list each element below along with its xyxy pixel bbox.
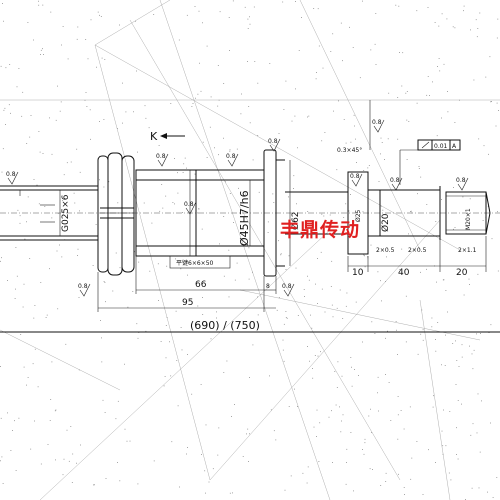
length-8-label: 8 <box>266 283 270 290</box>
datum-ref: A <box>452 143 457 150</box>
length-10-label: 10 <box>352 268 364 278</box>
thread-right-label: M20×1 <box>465 208 472 230</box>
svg-text:0.8: 0.8 <box>226 153 236 160</box>
dimension-lines <box>59 100 487 312</box>
key-spec-label: 平键6×6×50 <box>176 259 214 267</box>
svg-text:0.8: 0.8 <box>268 138 278 145</box>
svg-text:0.8: 0.8 <box>184 201 194 208</box>
groove-right-label: 2×1.1 <box>458 247 477 254</box>
left-thread-label: G025×6 <box>61 194 71 232</box>
svg-text:0.8: 0.8 <box>78 283 88 290</box>
flange-dia-label: Ø62 <box>290 211 301 230</box>
right-shaft <box>285 171 491 255</box>
length-20-label: 20 <box>456 268 468 278</box>
chamfer-label: 0.3×45° <box>337 147 362 154</box>
length-66-label: 66 <box>195 280 207 290</box>
svg-text:0.8: 0.8 <box>6 171 16 178</box>
length-40-label: 40 <box>398 268 410 278</box>
length-95-label: 95 <box>182 298 193 308</box>
view-label: K <box>150 130 158 143</box>
gear-hub <box>97 152 135 276</box>
tolerance-value: 0.01 <box>434 143 448 150</box>
svg-text:0.8: 0.8 <box>350 173 360 180</box>
svg-text:0.8: 0.8 <box>456 177 466 184</box>
shaft-dia-label: Ø20 <box>380 213 391 232</box>
svg-text:0.8: 0.8 <box>372 119 382 126</box>
overall-label: (690) / (750) <box>190 319 260 332</box>
tolerance-frame: 0.01 A <box>417 139 461 151</box>
watermark: 丰鼎传动 <box>280 218 360 241</box>
flange <box>263 149 285 277</box>
groove-left-label: 2×0.5 <box>376 247 395 254</box>
view-arrow: K <box>150 130 185 143</box>
groove-mid-label: 2×0.5 <box>408 247 427 254</box>
roughness-symbols: 0.8 0.8 0.8 0.8 0.8 0.8 0.8 0.8 0.8 0.8 … <box>6 119 469 297</box>
left-shaft <box>0 185 98 241</box>
shaft-dia2-label: Ø25 <box>355 209 362 222</box>
svg-text:0.8: 0.8 <box>156 153 166 160</box>
center-fit-label: Ø45H7/h6 <box>238 190 251 246</box>
svg-text:0.8: 0.8 <box>390 177 400 184</box>
svg-text:0.8: 0.8 <box>282 283 292 290</box>
